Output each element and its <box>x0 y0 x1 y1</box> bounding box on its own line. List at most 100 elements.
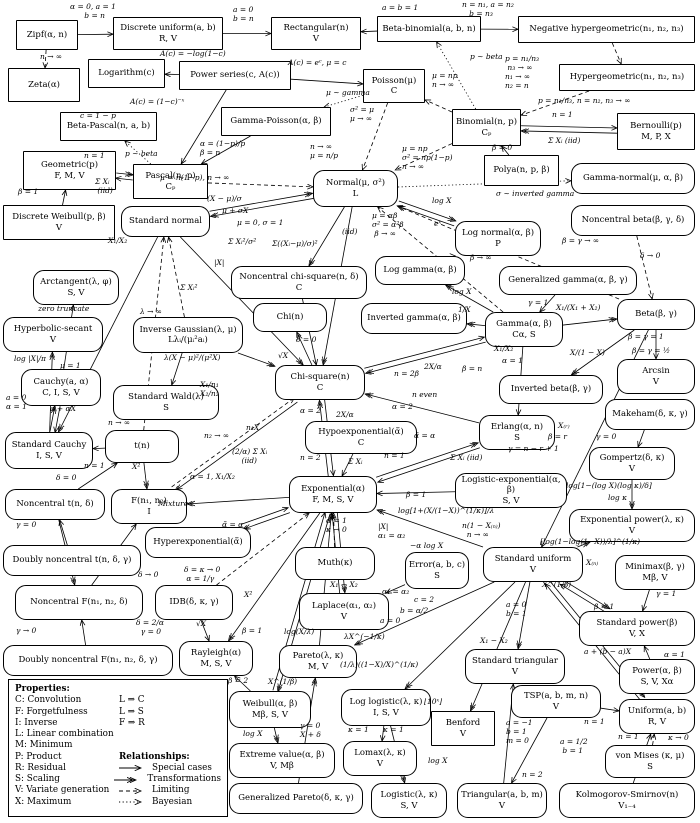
edge-chi-square-to-gamma <box>364 337 484 369</box>
edge-label: X₍ₙ₎ <box>586 558 599 567</box>
node-generalized-gamma-label: Generalized gamma(α, β, γ) <box>508 275 628 286</box>
edge-std-normal-to-normal <box>209 193 313 212</box>
edge-label: γ = 0 <box>596 432 617 441</box>
node-normal-label: Normal(μ, σ²) <box>325 178 386 189</box>
edge-label: σ² = μ μ → ∞ <box>350 105 375 123</box>
node-pareto-label: Pareto(λ, κ) <box>292 651 344 662</box>
node-extreme-value: Extreme value(α, β)V, Mβ <box>229 743 335 778</box>
edge-weibull-to-rayleigh <box>235 676 251 692</box>
node-exponential-label: Exponential(α) <box>301 484 365 495</box>
node-von-mises-properties: S <box>647 761 653 772</box>
node-power-series: Power series(c, A(c)) <box>179 61 291 90</box>
edge-label: β → ∞ <box>470 253 492 262</box>
node-pascal-properties: Cₚ <box>165 181 176 192</box>
edge-label: X^(1/β) <box>268 677 298 686</box>
node-noncentral-chi-square-properties: C <box>295 282 303 293</box>
node-minimax-properties: Mβ, V <box>642 572 668 583</box>
node-hypergeometric: Hypergeometric(n₁, n₂, n₃) <box>559 64 695 91</box>
node-triangular: Triangular(a, b, m)V <box>457 783 547 818</box>
edge-normal-to-noncentral-chi-square <box>309 206 345 266</box>
edge-doubly-noncentral-t-to-noncentral-t <box>60 520 68 546</box>
node-discrete-uniform-label: Discrete uniform(a, b) <box>120 23 216 34</box>
node-polya: Polya(n, p, β) <box>484 155 559 186</box>
legend-property: V: Variate generation <box>15 785 110 796</box>
legend-arrow-ba-icon <box>119 798 149 806</box>
node-hyperbolic-secant-label: Hyperbolic-secant <box>13 324 93 335</box>
node-weibull-properties: Mβ, S, V <box>251 709 289 720</box>
node-std-power-label: Standard power(β) <box>596 618 678 629</box>
edge-label: A(c) = (1−c)⁻ˣ <box>130 97 185 106</box>
edge-label: δ = κ → 0 α = 1/γ <box>184 565 221 583</box>
node-gamma-properties: Cα, S <box>512 329 536 340</box>
edge-label: X₁/X₂ <box>108 236 128 245</box>
edge-label: Σ Xᵢ (iid) <box>548 136 581 145</box>
node-exponential-power-label: Exponential power(λ, κ) <box>580 515 684 526</box>
edge-label: n → ∞ μ = n/p <box>310 142 339 160</box>
node-extreme-value-properties: V, Mβ <box>270 760 294 771</box>
edge-gamma-to-normal <box>378 207 504 313</box>
node-beta-pascal-label: Beta-Pascal(n, a, b) <box>66 121 151 132</box>
edge-lognormal-to-normal <box>397 206 455 227</box>
edge-label: n even <box>412 390 438 399</box>
node-cauchy: Cauchy(a, α)C, I, S, V <box>21 369 101 406</box>
legend-implication: L ⇒ C <box>119 695 145 706</box>
edge-label: log(X/λ) <box>284 627 315 636</box>
node-beta: Beta(β, γ) <box>617 299 695 330</box>
node-cauchy-label: Cauchy(a, α) <box>33 377 89 388</box>
edge-inverse-gaussian-to-chi-square <box>237 352 275 366</box>
node-generalized-gamma: Generalized gamma(α, β, γ) <box>499 266 637 295</box>
node-generalized-pareto: Generalized Pareto(δ, κ, γ) <box>229 783 363 814</box>
edge-label: n = 2 <box>522 770 543 779</box>
node-gamma: Gamma(α, β)Cα, S <box>485 312 563 347</box>
node-weibull-label: Weibull(α, β) <box>242 699 298 710</box>
node-t-label: t(n) <box>134 441 150 452</box>
node-pascal-label: Pascal(n, p) <box>145 171 196 182</box>
legend-implication: F ⇒ R <box>119 717 145 728</box>
edge-label: log X <box>452 287 472 296</box>
node-std-wald-label: Standard Wald(λ) <box>128 392 204 403</box>
node-beta-pascal: Beta-Pascal(n, a, b) <box>60 112 157 141</box>
edge-label: β = 1 <box>242 626 263 635</box>
node-rectangular: Rectangular(n)V <box>271 17 361 50</box>
node-std-wald: Standard Wald(λ)S <box>113 385 219 420</box>
edge-label: a = b = 1 <box>382 3 419 12</box>
edge-chi-square-to-f <box>175 401 298 491</box>
edge-label: X² <box>132 462 141 471</box>
node-log-gamma-label: Log gamma(α, β) <box>383 265 457 276</box>
edge-label: (iid) <box>342 227 358 236</box>
legend-arrow-sp-icon <box>119 764 149 772</box>
node-laplace: Laplace(α₁, α₂)V <box>299 593 389 630</box>
node-laplace-properties: V <box>340 611 348 622</box>
legend-property: R: Residual <box>15 762 66 773</box>
edge-label: a + αX <box>50 404 76 413</box>
edge-label: log[1−(log X)(log κ)/δ] <box>566 481 652 490</box>
node-binomial-label: Binomial(n, p) <box>455 117 518 128</box>
node-zipf: Zipf(α, n) <box>16 20 78 50</box>
edge-hypergeometric-to-binomial <box>521 90 590 115</box>
edge-discrete-weibull-to-geometric <box>63 190 66 206</box>
legend-arrow-li-icon <box>119 787 149 795</box>
node-lomax: Lomax(λ, κ)V <box>343 741 417 776</box>
edge-std-uniform-to-exponential-power <box>577 542 590 547</box>
edge-label: μ = 1 <box>60 361 81 370</box>
edge-label: β = r <box>548 432 567 441</box>
node-logistic-exponential: Logistic-exponential(α, β)S, V <box>455 473 567 508</box>
edge-gamma-poisson-to-pascal <box>201 135 251 164</box>
edge-binomial-to-poisson <box>425 100 453 113</box>
edge-tsp-to-uniform <box>600 708 619 711</box>
edge-label: n = 1 <box>618 732 639 741</box>
node-hypoexponential-label: Hypoexponential(ᾱ̄) <box>318 427 404 438</box>
edge-label: n = n₁, a = n₂ b = n₃ <box>462 0 514 18</box>
node-std-uniform-label: Standard uniform <box>494 554 572 565</box>
edge-label: X₁ − X₂ <box>330 580 358 589</box>
node-exponential: Exponential(α)F, M, S, V <box>289 476 377 513</box>
edge-label: a + (b − a)X <box>584 647 632 656</box>
node-geometric-label: Geometric(p) <box>40 160 99 171</box>
edge-label: δ = 0 <box>296 335 317 344</box>
node-inverted-beta: Inverted beta(β, γ) <box>499 375 603 404</box>
edge-hyperexponential-to-exponential <box>240 508 288 525</box>
node-weibull: Weibull(α, β)Mβ, S, V <box>229 691 311 728</box>
